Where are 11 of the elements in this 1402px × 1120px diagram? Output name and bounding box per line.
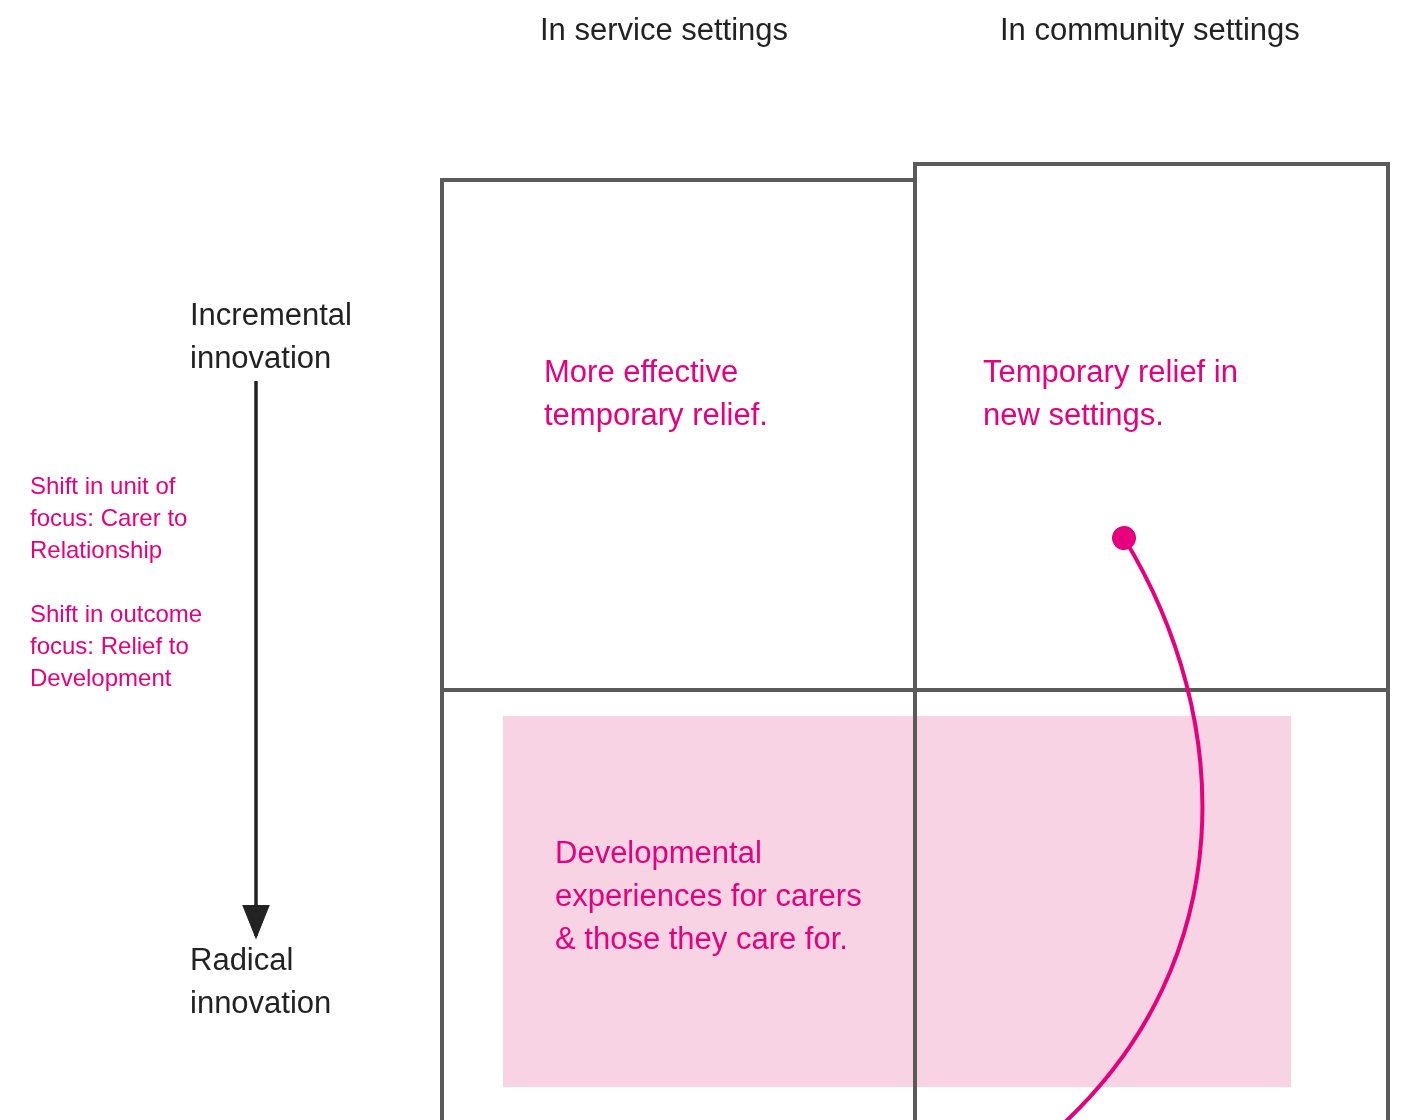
column-heading: In community settings xyxy=(1000,11,1301,49)
cell-text: More effective temporary relief. xyxy=(544,353,769,434)
shift-note: Shift in outcome focus: Relief to Development xyxy=(30,599,204,693)
shift-note: Shift in unit of focus: Carer to Relationship xyxy=(30,471,189,565)
arrow xyxy=(242,381,270,940)
cell-text: Temporary relief in new settings. xyxy=(983,353,1239,434)
band-text: Developmental experiences for carers & those they care for. xyxy=(555,834,863,958)
row-heading: Incremental innovation xyxy=(190,293,390,379)
highlight-band xyxy=(503,716,1291,1087)
column-heading: In service settings xyxy=(540,11,790,49)
row-heading: Radical innovation xyxy=(190,938,390,1024)
